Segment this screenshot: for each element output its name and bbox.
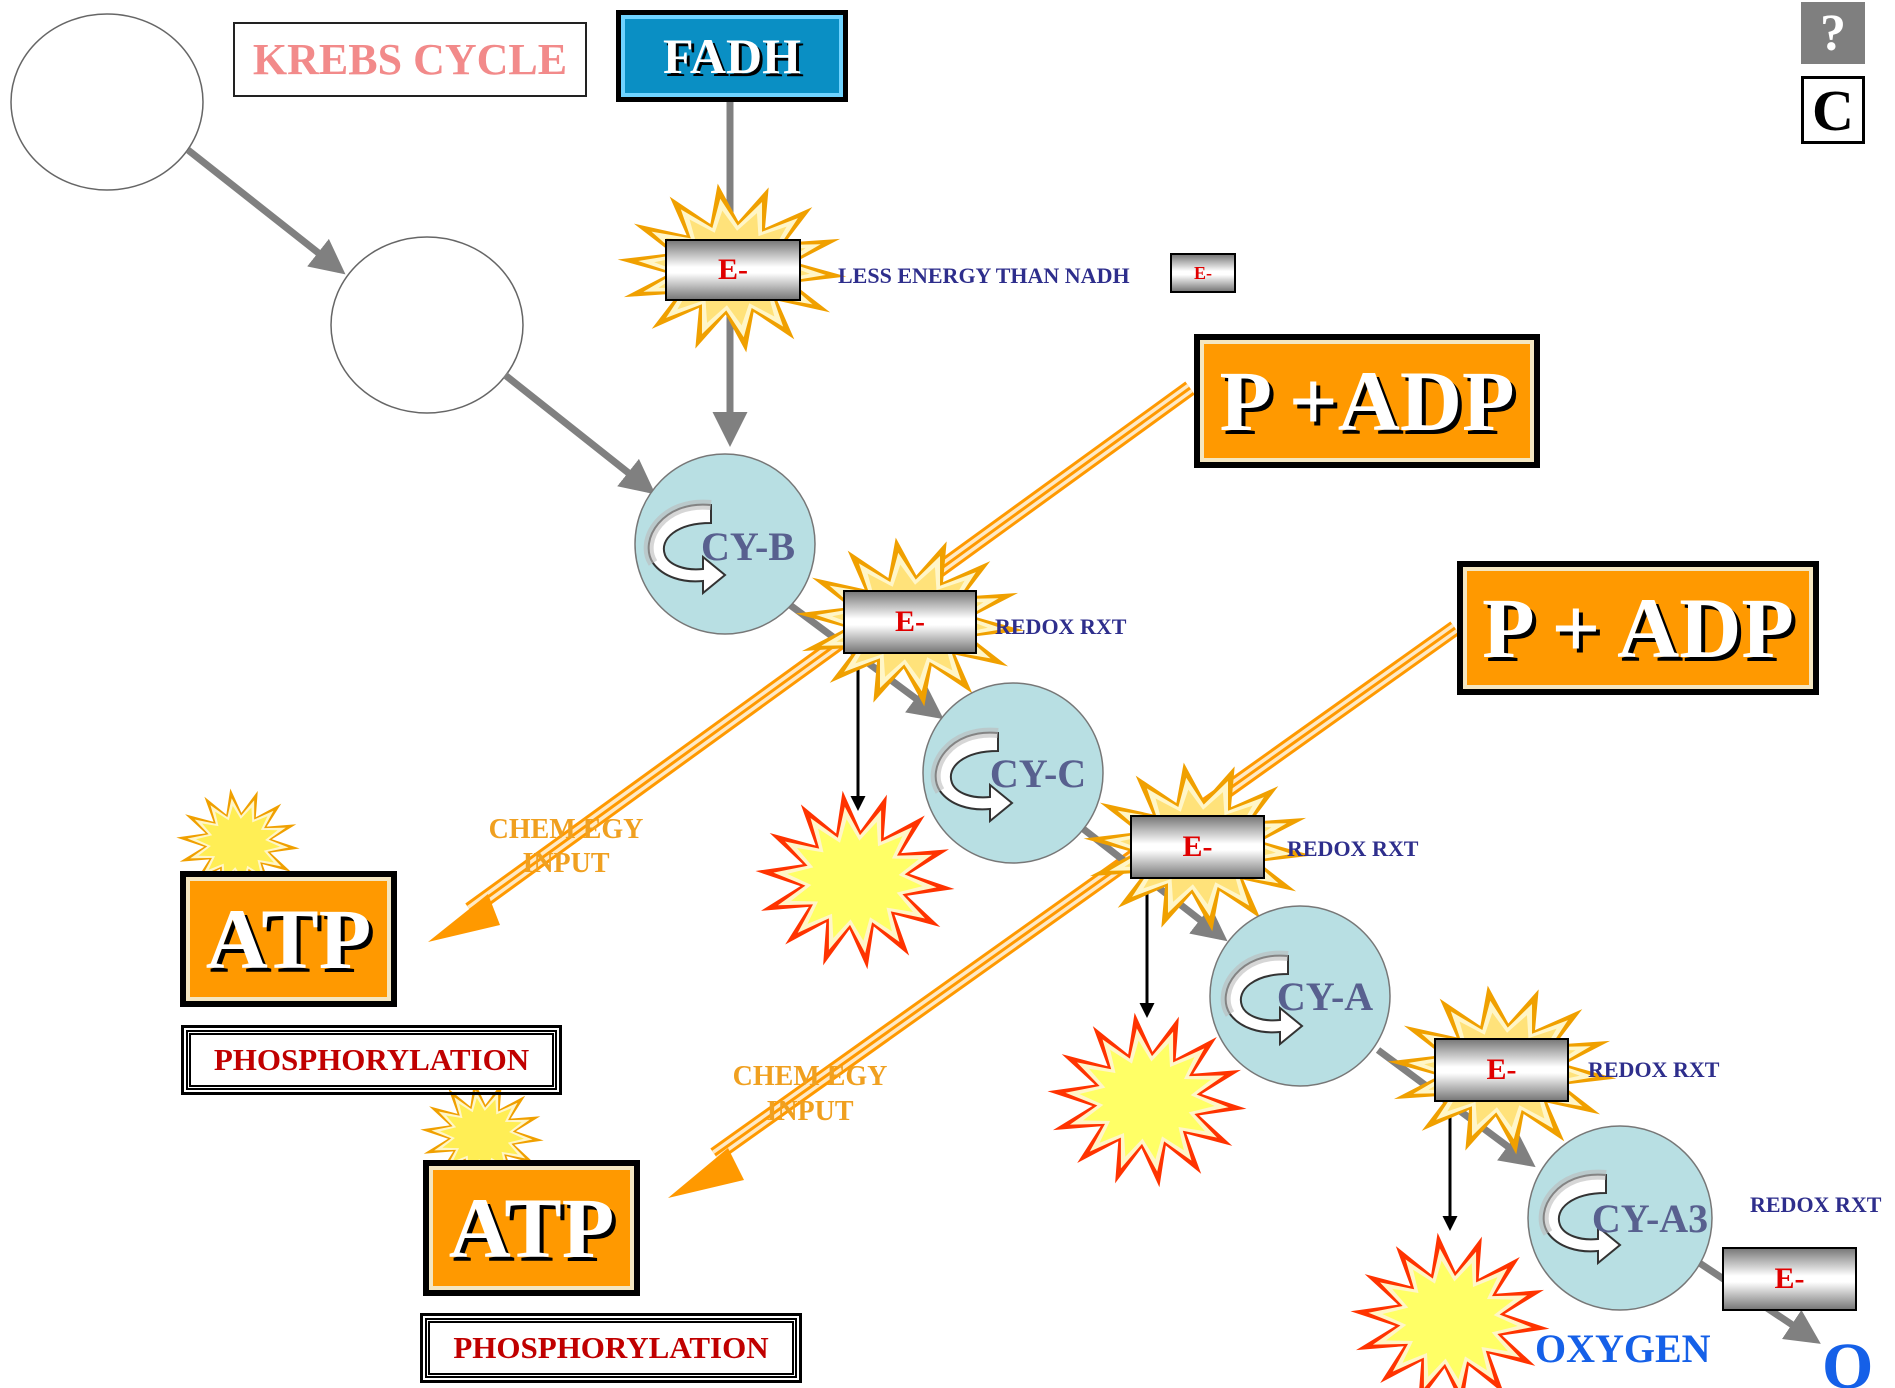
cytochrome-cy-a3: CY-A3: [1527, 1125, 1713, 1311]
phosphorylation-label-1: PHOSPHORYLATION: [181, 1025, 562, 1095]
p-adp-box-1: P +ADP: [1194, 334, 1540, 468]
electron-box-small: E-: [1170, 253, 1236, 293]
cytochrome-label-cy-a3: CY-A3: [1592, 1196, 1708, 1241]
chem-egy-label-2-line1: CHEM EGY: [733, 1061, 888, 1092]
electron-box-fadh: E-: [665, 239, 801, 301]
chem-energy-arrowhead-2: [668, 1148, 744, 1198]
help-button[interactable]: ?: [1801, 2, 1865, 64]
less-energy-text: LESS ENERGY THAN NADH: [838, 263, 1130, 288]
cytochrome-cy-b: CY-B: [634, 453, 816, 635]
redox-label-3: REDOX RXT: [1588, 1057, 1720, 1082]
oxygen-symbol: O: [1822, 1330, 1873, 1388]
cytochrome-cy-a: CY-A: [1209, 905, 1391, 1087]
atp-burst-1: [176, 788, 300, 898]
cytochrome-label-cy-c: CY-C: [990, 751, 1086, 796]
c-button[interactable]: C: [1801, 76, 1865, 144]
electron-box-1: E-: [843, 590, 977, 654]
cytochrome-cy-c: CY-C: [922, 682, 1104, 864]
redox-label-2: REDOX RXT: [1287, 836, 1419, 861]
redox-label-4: REDOX RXT: [1750, 1192, 1882, 1217]
heat-burst-1: [755, 790, 955, 970]
chem-egy-label-1-line2: INPUT: [522, 848, 609, 879]
chem-energy-arrow-2: [710, 621, 1460, 1162]
electron-box-3: E-: [1434, 1038, 1569, 1102]
cytochrome-label-cy-a: CY-A: [1277, 974, 1373, 1019]
chem-egy-label-2-line2: INPUT: [766, 1096, 853, 1127]
atp-box-2: ATP: [423, 1160, 640, 1296]
fadh-box: FADH: [616, 10, 848, 102]
p-adp-box-2: P + ADP: [1457, 561, 1819, 695]
heat-burst-2: [1047, 1012, 1247, 1188]
redox-label-1: REDOX RXT: [995, 614, 1127, 639]
arrow-circle2-to-cyb: [502, 372, 656, 495]
oxygen-label: OXYGEN: [1535, 1326, 1711, 1371]
phosphorylation-label-2: PHOSPHORYLATION: [420, 1313, 802, 1383]
arrow-circle1-to-circle2: [185, 147, 346, 275]
chem-energy-arrowhead-1: [428, 894, 500, 942]
empty-circle-top: [10, 13, 204, 191]
cytochrome-label-cy-b: CY-B: [701, 524, 795, 569]
electron-box-2: E-: [1130, 815, 1265, 879]
krebs-cycle-label: KREBS CYCLE: [233, 22, 587, 97]
heat-burst-3: [1350, 1232, 1550, 1388]
atp-box-1: ATP: [180, 871, 397, 1007]
chem-egy-label-1-line1: CHEM EGY: [489, 814, 644, 845]
empty-circle-middle: [330, 236, 524, 414]
electron-box-4: E-: [1722, 1247, 1857, 1311]
